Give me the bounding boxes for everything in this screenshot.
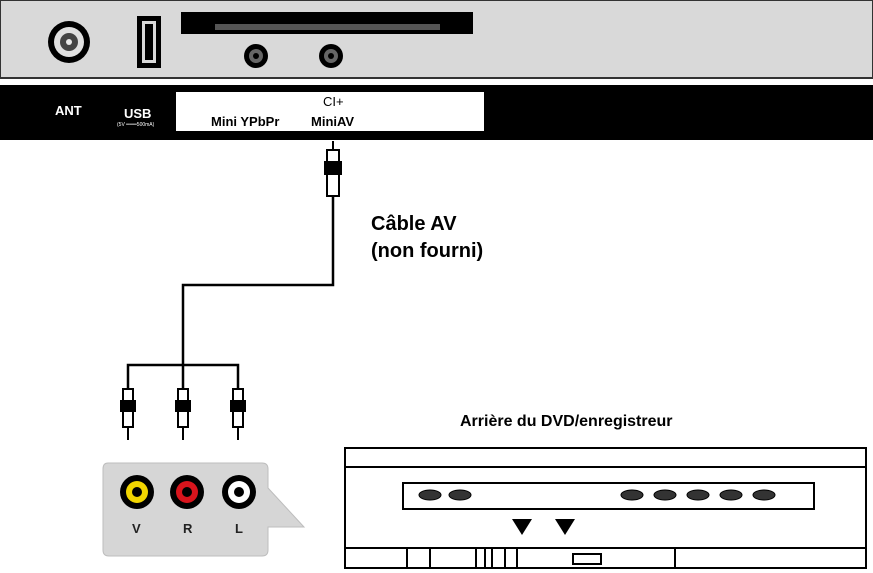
mini-av-jack-icon bbox=[319, 44, 343, 68]
mini-av-label: MiniAV bbox=[311, 114, 355, 129]
mini-av-plug-icon bbox=[324, 141, 342, 197]
rca-plug-video-icon bbox=[120, 388, 136, 440]
rca-plug-left-icon bbox=[230, 388, 246, 440]
antenna-port-icon bbox=[48, 21, 90, 63]
av-cable bbox=[126, 196, 335, 389]
rca-plug-right-icon bbox=[175, 388, 191, 440]
down-arrow-icon bbox=[512, 519, 575, 535]
ci-label-box bbox=[176, 92, 484, 131]
rca-jack-video-icon bbox=[120, 475, 154, 509]
cable-label-line2: (non fourni) bbox=[371, 240, 484, 262]
mini-ypbpr-label: Mini YPbPr bbox=[211, 114, 280, 129]
dvd-title: Arrière du DVD/enregistreur bbox=[460, 413, 673, 430]
usb-label: USB bbox=[124, 106, 152, 121]
mini-ypbpr-jack-icon bbox=[244, 44, 268, 68]
rca-jack-right-icon bbox=[170, 475, 204, 509]
tv-back-panel bbox=[0, 0, 873, 79]
jack-label-left: L bbox=[235, 521, 243, 536]
jack-label-video: V bbox=[132, 521, 141, 536]
dvd-ports-icon bbox=[418, 489, 776, 501]
cable-label: Câble AV (non fourni) bbox=[371, 211, 483, 265]
ant-label: ANT bbox=[55, 103, 82, 118]
ci-slot-icon bbox=[181, 12, 473, 34]
jack-label-right: R bbox=[183, 521, 193, 536]
rca-jack-left-icon bbox=[222, 475, 256, 509]
usb-port-icon bbox=[137, 16, 161, 68]
cable-label-line1: Câble AV bbox=[371, 213, 457, 235]
ci-label: CI+ bbox=[323, 94, 344, 109]
dvd-recorder-rear bbox=[344, 447, 867, 569]
usb-spec-label: (5V ═══500mA) bbox=[117, 122, 155, 128]
